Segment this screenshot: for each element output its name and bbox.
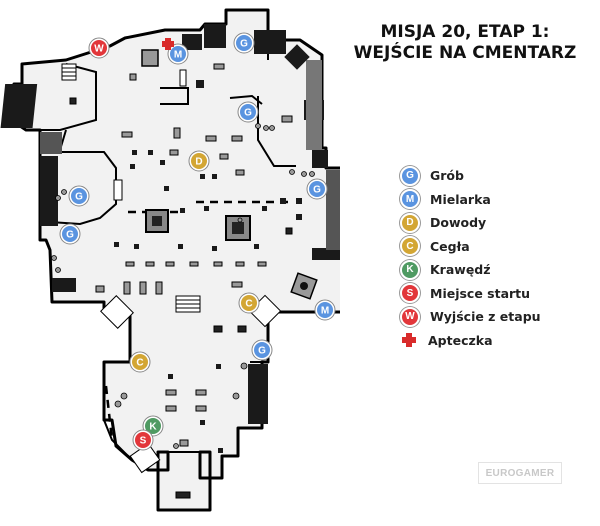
- legend-item: W Wyjście z etapu: [400, 305, 541, 329]
- legend-item: D Dowody: [400, 211, 541, 235]
- legend-item: S Miejsce startu: [400, 282, 541, 306]
- svg-text:C: C: [245, 299, 252, 310]
- map-medkit-cross-icon: [162, 38, 174, 50]
- legend-marker-m: M: [400, 189, 420, 210]
- legend-marker-k: K: [400, 259, 420, 280]
- legend-item: Apteczka: [400, 329, 541, 353]
- svg-text:W: W: [94, 44, 104, 55]
- gray-circles: [51, 123, 315, 449]
- marker-brick-c: C: [238, 292, 260, 314]
- legend-marker-c: C: [400, 236, 420, 257]
- legend-label: Wyjście z etapu: [430, 309, 541, 325]
- marker-exit-w: W: [88, 37, 110, 59]
- marker-grinder-m: M: [314, 299, 336, 321]
- map-title: MISJA 20, ETAP 1: WEJŚCIE NA CMENTARZ: [340, 22, 590, 64]
- svg-text:S: S: [140, 436, 147, 447]
- svg-text:G: G: [244, 108, 252, 119]
- svg-text:K: K: [149, 422, 157, 433]
- dashed-fences: [104, 200, 290, 441]
- marker-brick-c: C: [129, 351, 151, 373]
- svg-text:D: D: [195, 157, 202, 168]
- legend-label: Krawędź: [430, 262, 491, 278]
- svg-text:M: M: [174, 50, 182, 61]
- svg-text:M: M: [321, 306, 329, 317]
- legend-marker-s: S: [400, 283, 420, 304]
- legend-marker-d: D: [400, 212, 420, 233]
- legend-label: Grób: [430, 168, 464, 184]
- svg-text:G: G: [66, 230, 74, 241]
- svg-text:G: G: [313, 185, 321, 196]
- legend-marker-w: W: [400, 306, 420, 327]
- legend-label: Cegła: [430, 238, 470, 254]
- marker-grave-g: G: [59, 223, 81, 245]
- marker-evidence-d: D: [188, 150, 210, 172]
- legend-label: Miejsce startu: [430, 285, 531, 301]
- marker-ledge-k: K: [142, 415, 164, 437]
- level-map: W M G G D G G G C M G C KS: [0, 8, 340, 512]
- dark-blocks: [0, 24, 340, 424]
- legend-item: G Grób: [400, 164, 541, 188]
- marker-start-s: S: [132, 429, 154, 451]
- marker-grave-g: G: [237, 101, 259, 123]
- monuments: [141, 49, 318, 300]
- legend-marker-g: G: [400, 165, 420, 186]
- legend-label: Mielarka: [430, 191, 491, 207]
- svg-text:G: G: [240, 39, 248, 50]
- map-title-line1: MISJA 20, ETAP 1:: [380, 22, 550, 42]
- marker-grave-g: G: [251, 339, 273, 361]
- legend-item: M Mielarka: [400, 188, 541, 212]
- legend-label: Dowody: [430, 215, 487, 231]
- marker-grave-g: G: [233, 32, 255, 54]
- gravestones: [69, 63, 293, 499]
- svg-text:G: G: [258, 346, 266, 357]
- legend-item: C Cegła: [400, 235, 541, 259]
- small-dark-squares: [114, 80, 302, 453]
- marker-grave-g: G: [306, 178, 328, 200]
- inner-walls: [21, 40, 296, 471]
- marker-grave-g: G: [68, 185, 90, 207]
- legend-item: K Krawędź: [400, 258, 541, 282]
- medkit-cross-icon: [400, 331, 418, 349]
- marker-grinder-m: M: [167, 43, 189, 65]
- map-title-line2: WEJŚCIE NA CMENTARZ: [353, 43, 577, 63]
- map-markers: W M G G D G G G C M G C KS: [59, 32, 336, 451]
- legend-label: Apteczka: [428, 332, 493, 348]
- map-floor: [12, 8, 340, 512]
- svg-text:G: G: [75, 192, 83, 203]
- eurogamer-watermark: EUROGAMER: [478, 462, 562, 484]
- svg-text:C: C: [136, 358, 143, 369]
